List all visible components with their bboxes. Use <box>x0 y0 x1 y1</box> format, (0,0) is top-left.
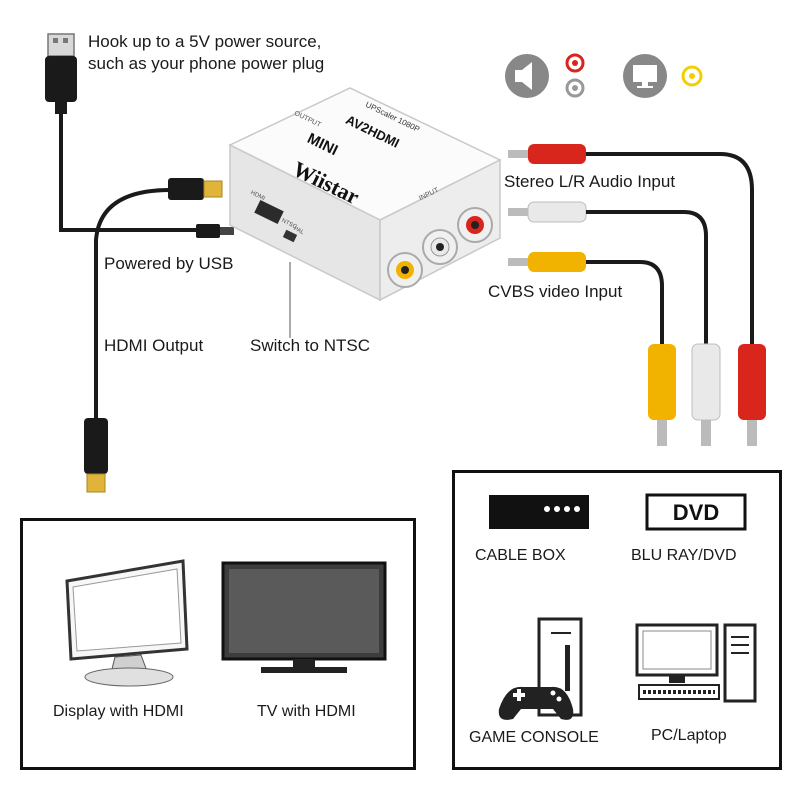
hdmi-plug-top-icon <box>168 178 223 200</box>
dvd-player-icon <box>645 493 747 531</box>
display-hdmi-label: Display with HDMI <box>53 703 184 720</box>
power-note-line2: such as your phone power plug <box>88 54 325 73</box>
hdmi-plug-bottom-icon <box>84 418 108 493</box>
displays-panel: Display with HDMI TV with HDMI <box>20 518 416 770</box>
dvd-badge: DVD <box>672 500 720 525</box>
tv-hdmi-label: TV with HDMI <box>257 703 356 720</box>
rca-cable-yellow <box>508 252 676 446</box>
audio-input-label: Stereo L/R Audio Input <box>504 172 676 191</box>
power-note-line1: Hook up to a 5V power source, <box>88 32 322 51</box>
usb-plug-icon <box>45 33 77 114</box>
converter-device <box>228 87 502 302</box>
barrel-jack-icon <box>196 224 234 238</box>
tv-icon <box>221 561 387 673</box>
sources-panel: DVD CABLE BOX BLU RAY/DVD GAME CONSOLE P… <box>452 470 782 770</box>
cable-box-label: CABLE BOX <box>475 547 566 564</box>
pc-laptop-label: PC/Laptop <box>651 727 727 744</box>
powered-by-usb-label: Powered by USB <box>104 254 234 273</box>
hdmi-monitor-icon <box>65 559 189 687</box>
rca-cable-red <box>508 144 766 446</box>
red-white-connector-icon <box>565 53 585 98</box>
rca-cable-white <box>508 201 721 446</box>
bluray-dvd-label: BLU RAY/DVD <box>631 547 737 564</box>
switch-ntsc-label: Switch to NTSC <box>250 336 370 355</box>
yellow-connector-icon <box>681 65 703 87</box>
hdmi-output-label: HDMI Output <box>104 336 204 355</box>
game-console-icon <box>498 617 583 720</box>
game-console-label: GAME CONSOLE <box>469 729 599 746</box>
cable-box-icon <box>489 495 589 529</box>
speaker-icon <box>505 54 549 98</box>
pc-icon <box>635 623 757 703</box>
monitor-icon <box>623 54 667 98</box>
video-input-label: CVBS video Input <box>488 282 623 301</box>
